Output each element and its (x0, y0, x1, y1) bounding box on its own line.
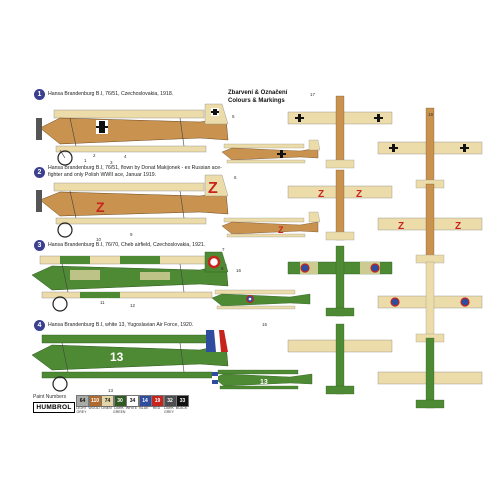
callout-number: 4 (124, 154, 127, 159)
callout-number: 6 (234, 175, 237, 180)
v2-side-large: Z Z (36, 174, 229, 238)
header-line-1: Zbarvení & Označení (228, 90, 288, 96)
v2-bottom-right-code: Z (455, 221, 461, 232)
v1-top-view (287, 95, 393, 169)
v2-top-left-code: Z (318, 189, 324, 200)
variant-2-label: Hansa Brandenburg B.I, 76/51, flown by D… (48, 165, 222, 178)
humbrol-brand: HUMBROL (33, 402, 75, 413)
callout-number: 16 (236, 268, 242, 273)
callout-number: 2 (93, 153, 96, 158)
v4-small-code: 13 (260, 379, 268, 386)
v2-top-right-code: Z (356, 189, 362, 200)
v2-fuselage-code: Z (96, 199, 105, 215)
paint-swatch-name: LINEN (101, 406, 112, 410)
callout-number: 11 (100, 300, 105, 305)
paint-swatch-name: RED (152, 406, 161, 410)
paint-swatch-name: DARK GREEN (113, 406, 126, 414)
v2-bottom-left-code: Z (398, 221, 404, 232)
v4-fuselage-code: 13 (110, 350, 124, 364)
paint-swatch-name: LIGHT GREY (76, 406, 87, 414)
v3-side-large (31, 251, 229, 312)
v2-bottom-view: Z Z (377, 183, 483, 265)
callout-number: 13 (108, 388, 114, 393)
v3-side-small (211, 289, 311, 310)
v2-top-view: Z Z (287, 169, 393, 241)
paint-numbers-label: Paint Numbers (33, 394, 67, 400)
v4-side-large: 13 (31, 330, 229, 392)
variant-2-number: 2 (34, 167, 45, 178)
variant-4-number: 4 (34, 320, 45, 331)
header-line-2: Colours & Markings (228, 97, 285, 104)
paint-swatch: 33 (176, 395, 189, 407)
paint-swatch-name: WHITE (125, 406, 138, 410)
v4-bottom-view (377, 337, 483, 409)
paint-swatch-name: BLACK (175, 406, 188, 410)
callout-number: 12 (130, 303, 136, 308)
v4-top-view (287, 323, 393, 395)
paint-swatch: 74 (101, 395, 114, 407)
callout-number: 9 (130, 232, 133, 237)
v1-side-small (221, 139, 321, 164)
variant-1-label: Hansa Brandenburg B.I, 76/51, Czechoslov… (48, 91, 174, 97)
v4-side-small: 13 (212, 369, 313, 390)
callout-number: 5 (232, 114, 235, 119)
paint-swatch-name: BLUE (139, 406, 149, 410)
paint-swatch: 14 (138, 395, 152, 407)
variant-1-number: 1 (34, 89, 45, 100)
callout-number: 7 (222, 247, 225, 252)
header-title: Zbarvení & Označení Colours & Markings (228, 90, 287, 105)
callout-number: 3 (110, 160, 113, 165)
variant-3-number: 3 (34, 240, 45, 251)
callout-number: 1 (84, 158, 87, 163)
paint-swatch: 32 (163, 395, 177, 407)
callout-number: 18 (428, 112, 434, 117)
v2-side-small: Z (221, 211, 321, 238)
paint-swatch-name: WOOD (88, 406, 100, 410)
callout-number: 15 (262, 322, 268, 327)
v3-top-view (287, 245, 393, 317)
callout-number: 8 (221, 266, 224, 271)
variant-3-label: Hansa Brandenburg B.I, 76/70, Cheb airfi… (48, 242, 206, 248)
callout-number: 10 (96, 237, 102, 242)
variant-4-label: Hansa Brandenburg B.I, white 13, Yugosla… (48, 322, 194, 328)
paint-swatch-name: DARK GREY (164, 406, 174, 414)
v1-bottom-view (377, 107, 483, 189)
v3-bottom-view (377, 261, 483, 343)
v1-side-large (36, 103, 229, 166)
v2-small-code: Z (278, 225, 284, 235)
v2-tail-code: Z (208, 180, 218, 197)
callout-number: 17 (310, 92, 316, 97)
